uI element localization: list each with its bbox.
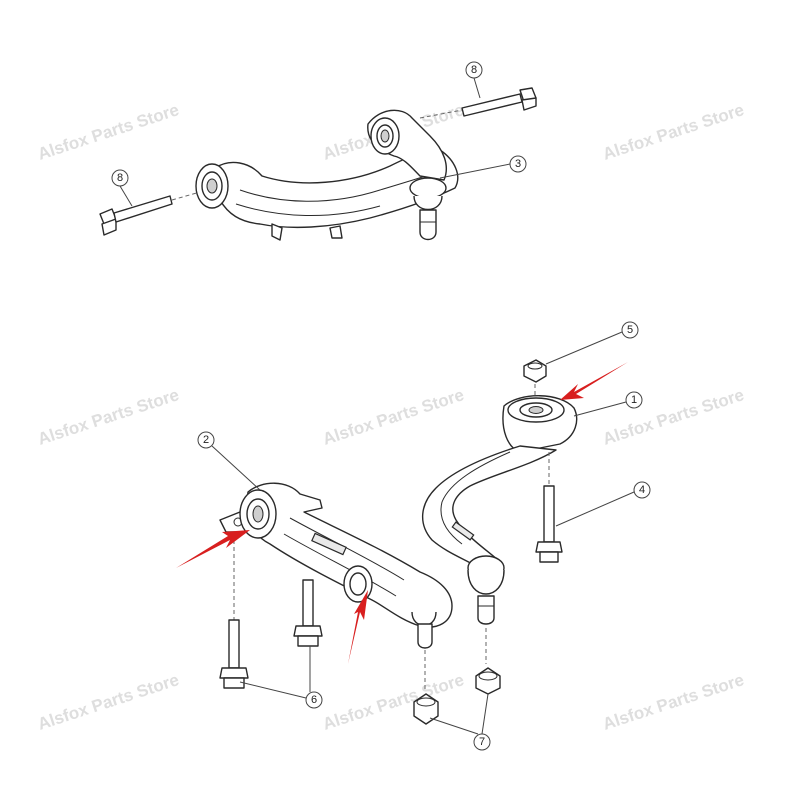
callout: [625, 391, 643, 409]
callout-number: 1: [631, 394, 637, 406]
callout: [621, 321, 639, 339]
callout-number: 6: [311, 694, 317, 706]
callout: [465, 61, 483, 79]
lower-control-arm-2: [219, 482, 453, 649]
callout-number: 8: [471, 64, 477, 76]
upper-control-arm: [99, 87, 537, 241]
callout: [509, 155, 527, 173]
nut-7-right: [475, 628, 501, 695]
watermark: Alsfox Parts Store: [320, 670, 466, 734]
lower-control-arm-1: [422, 395, 578, 625]
bolt-left: [99, 191, 201, 236]
nut-5: [523, 359, 547, 398]
callout: [111, 169, 129, 187]
watermark: Alsfox Parts Store: [35, 385, 181, 449]
arrow-icon: [560, 362, 628, 400]
callout-number: 7: [479, 736, 485, 748]
highlight-arrows: [176, 362, 628, 664]
arrow-icon: [176, 530, 250, 568]
callout: [197, 431, 215, 449]
bolt-4: [535, 452, 563, 563]
bolt-6-left: [219, 540, 249, 689]
nut-7-left: [413, 650, 439, 725]
callout-number: 3: [515, 158, 521, 170]
watermark: Alsfox Parts Store: [600, 385, 746, 449]
callouts: 8 8 3 5 1 4 2 6 7: [111, 61, 651, 751]
callout-number: 5: [627, 324, 633, 336]
callout-number: 2: [203, 434, 209, 446]
bolt-top: [419, 87, 537, 119]
watermark: Alsfox Parts Store: [320, 385, 466, 449]
arrow-icon: [348, 590, 368, 664]
watermark: Alsfox Parts Store: [35, 670, 181, 734]
watermark: Alsfox Parts Store: [600, 670, 746, 734]
callout-number: 8: [117, 172, 123, 184]
callout: [305, 691, 323, 709]
watermark: Alsfox Parts Store: [600, 100, 746, 164]
watermark: Alsfox Parts Store: [35, 100, 181, 164]
callout: [633, 481, 651, 499]
callout-number: 4: [639, 484, 645, 496]
bolt-6-right: [293, 579, 323, 647]
callout: [473, 733, 491, 751]
